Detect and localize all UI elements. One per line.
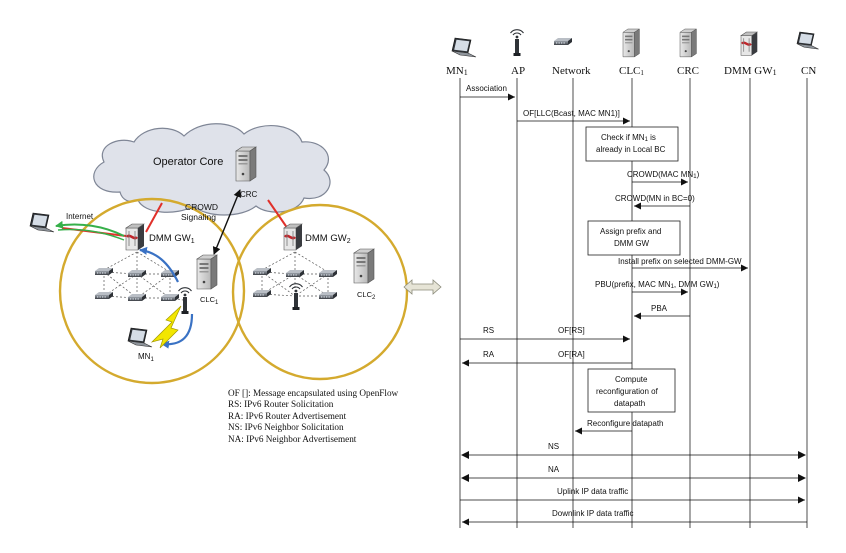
msg-ns-label: NS [548,442,559,451]
msg-association-label: Association [466,84,507,93]
switch-icon [319,292,337,299]
msg-ra-label: RA [483,350,495,359]
crowd-signaling-arrow [212,189,242,255]
legend-item-ra: RA: IPv6 Router Advertisement [228,410,347,421]
msg-of-ra-label: OF[RA] [558,350,585,359]
switch-icon [128,270,146,277]
mobility-blue-arrow [161,313,194,349]
msg-pbu-label: PBU(prefix, MAC MN1, DMM GW1) [595,280,720,290]
dmm-gw2-label: DMM GW2 [305,233,351,245]
msg-crowd-bc-label: CROWD(MN in BC=0) [615,194,695,203]
clc1-actor-icon [622,28,640,58]
switch-icon [161,270,179,277]
box-compute-line-3: datapath [614,399,645,408]
actor-cn-label: CN [801,65,816,77]
legend-item-ns: NS: IPv6 Neighbor Solicitation [228,422,344,433]
box-assign-line-2: DMM GW [614,239,650,248]
dmm-gw1-icon [124,222,146,252]
switch-icon [161,294,179,301]
wireless-lightning-icon [150,305,182,349]
switch-icon [95,292,113,299]
box-compute-reconfiguration [587,368,676,413]
gw1-crc-red-link [145,202,163,233]
legend-item-rs: RS: IPv6 Router Solicitation [228,399,334,410]
legend: OF []: Message encapsulated using OpenFl… [228,388,443,445]
switch-icon [253,268,271,275]
dmm-gw2-icon [282,222,304,252]
msg-uplink-label: Uplink IP data traffic [557,487,628,496]
msg-reconfigure-label: Reconfigure datapath [587,419,664,428]
internet-green-arrow-2 [57,228,125,241]
legend-item-of: OF []: Message encapsulated using OpenFl… [228,388,399,398]
msg-install-prefix-label: Install prefix on selected DMM-GW [618,257,742,266]
actor-dmmgw1-label: DMM GW1 [724,65,777,77]
internet-green-arrow [55,220,125,237]
box-assign-line-1: Assign prefix and [600,227,661,236]
actor-crc-label: CRC [677,65,699,77]
box-check-line-2: already in Local BC [596,145,666,154]
switch-icon [319,270,337,277]
clc1-server-icon [196,254,218,290]
cloud-label: Operator Core [153,156,223,168]
local-domain-1-circle [58,197,246,385]
local-domain-2-circle [231,203,409,381]
clc2-server-icon [353,248,375,284]
crowd-signaling-label-2: Signaling [181,212,216,222]
crc-label: CRC [240,190,258,199]
clc2-label: CLC2 [357,290,376,301]
switch-icon [253,290,271,297]
mn1-label: MN1 [138,352,154,363]
ap-actor-icon [509,29,525,57]
clc1-label: CLC1 [200,295,219,306]
msg-rs-label: RS [483,326,494,335]
actor-mn1-label: MN1 [446,65,468,77]
msg-crowd-mac-label: CROWD(MAC MN1) [627,170,700,180]
actor-ap-label: AP [511,65,525,77]
dmm-gw1-label: DMM GW1 [149,233,195,245]
dmm-gw1-actor-icon [739,30,759,57]
msg-downlink-label: Downlink IP data traffic [552,509,634,518]
switch-icon [128,294,146,301]
ap-antenna-icon [288,283,304,311]
box-check-line-1: Check if MN1 is [601,133,656,143]
messages [460,93,807,526]
network-actor-icon [554,38,572,45]
cn-actor-icon [796,31,820,50]
msg-of-rs-label: OF[RS] [558,326,585,335]
box-compute-line-2: reconfiguration of [596,387,659,396]
cn-laptop-icon [29,212,55,233]
switch-icon [95,268,113,275]
legend-item-na: NA: IPv6 Neighbor Advertisement [228,433,357,444]
mn1-laptop-icon [127,327,153,348]
box-compute-line-1: Compute [615,375,648,384]
mn1-actor-icon [451,37,477,58]
ap-antenna-icon [177,287,193,315]
crowd-signaling-label-1: CROWD [185,202,218,212]
box-assign-prefix [587,220,681,256]
msg-pba-label: PBA [651,304,668,313]
msg-of-llc-label: OF[LLC(Bcast, MAC MN1)] [523,109,620,118]
switch-icon [286,270,304,277]
panel-link-double-arrow [403,279,442,295]
msg-na-label: NA [548,465,560,474]
box-check-local-bc [585,126,679,162]
crc-actor-icon [679,28,697,58]
actor-network-label: Network [552,65,591,77]
crc-server-icon [235,146,257,182]
route-blue-arrow [139,246,179,283]
actor-clc1-label: CLC1 [619,65,644,77]
internet-label: Internet [66,212,94,221]
